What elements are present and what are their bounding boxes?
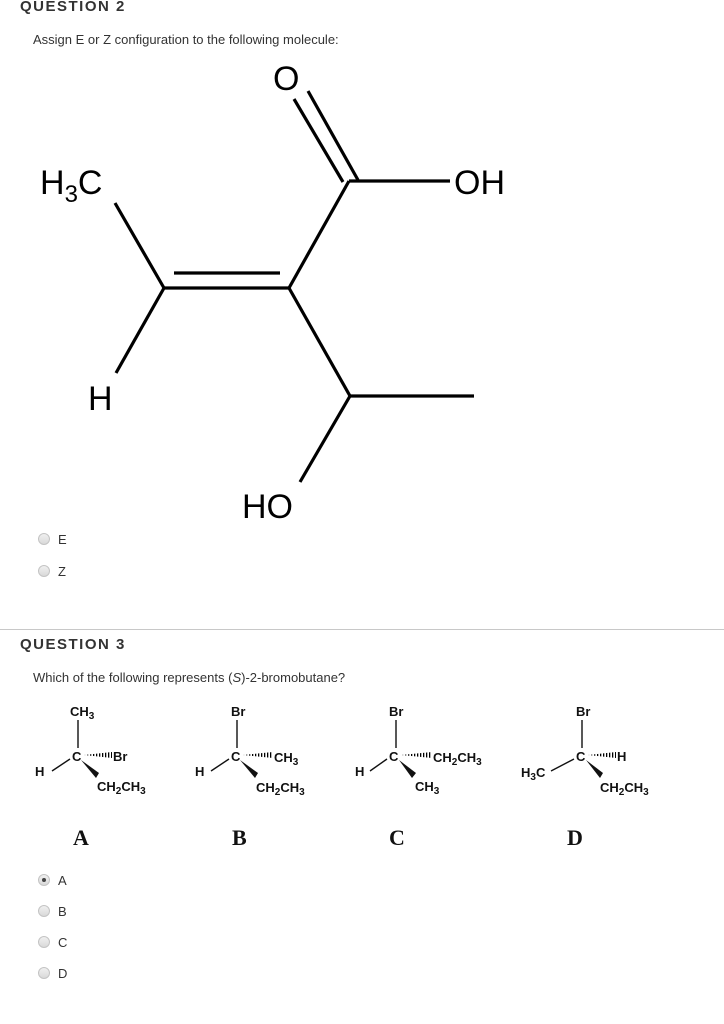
radio-e[interactable] [38,533,50,545]
radio-c[interactable] [38,936,50,948]
svg-text:Br: Br [576,704,590,719]
option-a-label: A [58,872,67,888]
radio-b[interactable] [38,905,50,917]
svg-text:CH2CH3: CH2CH3 [256,780,305,798]
hydroxyl-bottom-label: HO [242,488,293,526]
structure-c: Br C H CH2CH3 CH3 C [355,704,482,850]
structure-d: Br C H3C H CH2CH3 D [521,704,649,850]
option-z[interactable]: Z [38,563,66,579]
svg-text:CH3: CH3 [70,704,95,722]
option-c-label: C [58,934,68,950]
svg-text:CH3: CH3 [415,779,440,797]
hydroxyl-top-label: OH [454,164,505,202]
svg-text:CH2CH3: CH2CH3 [600,780,649,798]
structure-c-letter: C [389,825,405,850]
svg-text:C: C [576,749,586,764]
option-z-label: Z [58,563,66,579]
radio-d[interactable] [38,967,50,979]
structure-b: Br C H CH3 CH2CH3 B [195,704,305,850]
svg-text:H: H [195,764,204,779]
option-a[interactable]: A [38,872,67,888]
svg-text:H: H [35,764,44,779]
svg-text:CH3: CH3 [274,750,299,768]
option-b-label: B [58,903,67,919]
svg-text:H: H [617,749,626,764]
hydrogen-label: H [88,380,113,418]
question-2-heading: QUESTION 2 [20,0,126,15]
question-2-prompt: Assign E or Z configuration to the follo… [33,32,339,47]
molecule-diagram: O OH H3C H HO [40,60,505,526]
question-3-prompt: Which of the following represents (S)-2-… [33,670,346,685]
radio-z[interactable] [38,565,50,577]
svg-text:Br: Br [231,704,245,719]
option-d[interactable]: D [38,965,67,981]
methyl-label: H3C [40,164,102,208]
structures-diagram: CH3 C H Br CH2CH3 A Br C H CH3 CH2CH3 B … [35,704,649,850]
svg-text:C: C [231,749,241,764]
svg-text:CH2CH3: CH2CH3 [433,750,482,768]
svg-text:H3C: H3C [521,765,546,783]
option-b[interactable]: B [38,903,67,919]
structure-a-letter: A [73,825,89,850]
radio-a[interactable] [38,874,50,886]
svg-text:CH2CH3: CH2CH3 [97,779,146,797]
option-d-label: D [58,965,68,981]
svg-text:C: C [389,749,399,764]
structure-b-letter: B [232,825,247,850]
svg-text:H: H [355,764,364,779]
structure-d-letter: D [567,825,583,850]
option-e[interactable]: E [38,531,67,547]
carbonyl-oxygen-label: O [273,60,299,98]
question-3-heading: QUESTION 3 [20,636,126,653]
svg-text:Br: Br [113,749,127,764]
option-c[interactable]: C [38,934,67,950]
option-e-label: E [58,531,67,547]
svg-text:C: C [72,749,82,764]
structure-a: CH3 C H Br CH2CH3 A [35,704,146,850]
question-divider [0,629,724,630]
svg-text:Br: Br [389,704,403,719]
